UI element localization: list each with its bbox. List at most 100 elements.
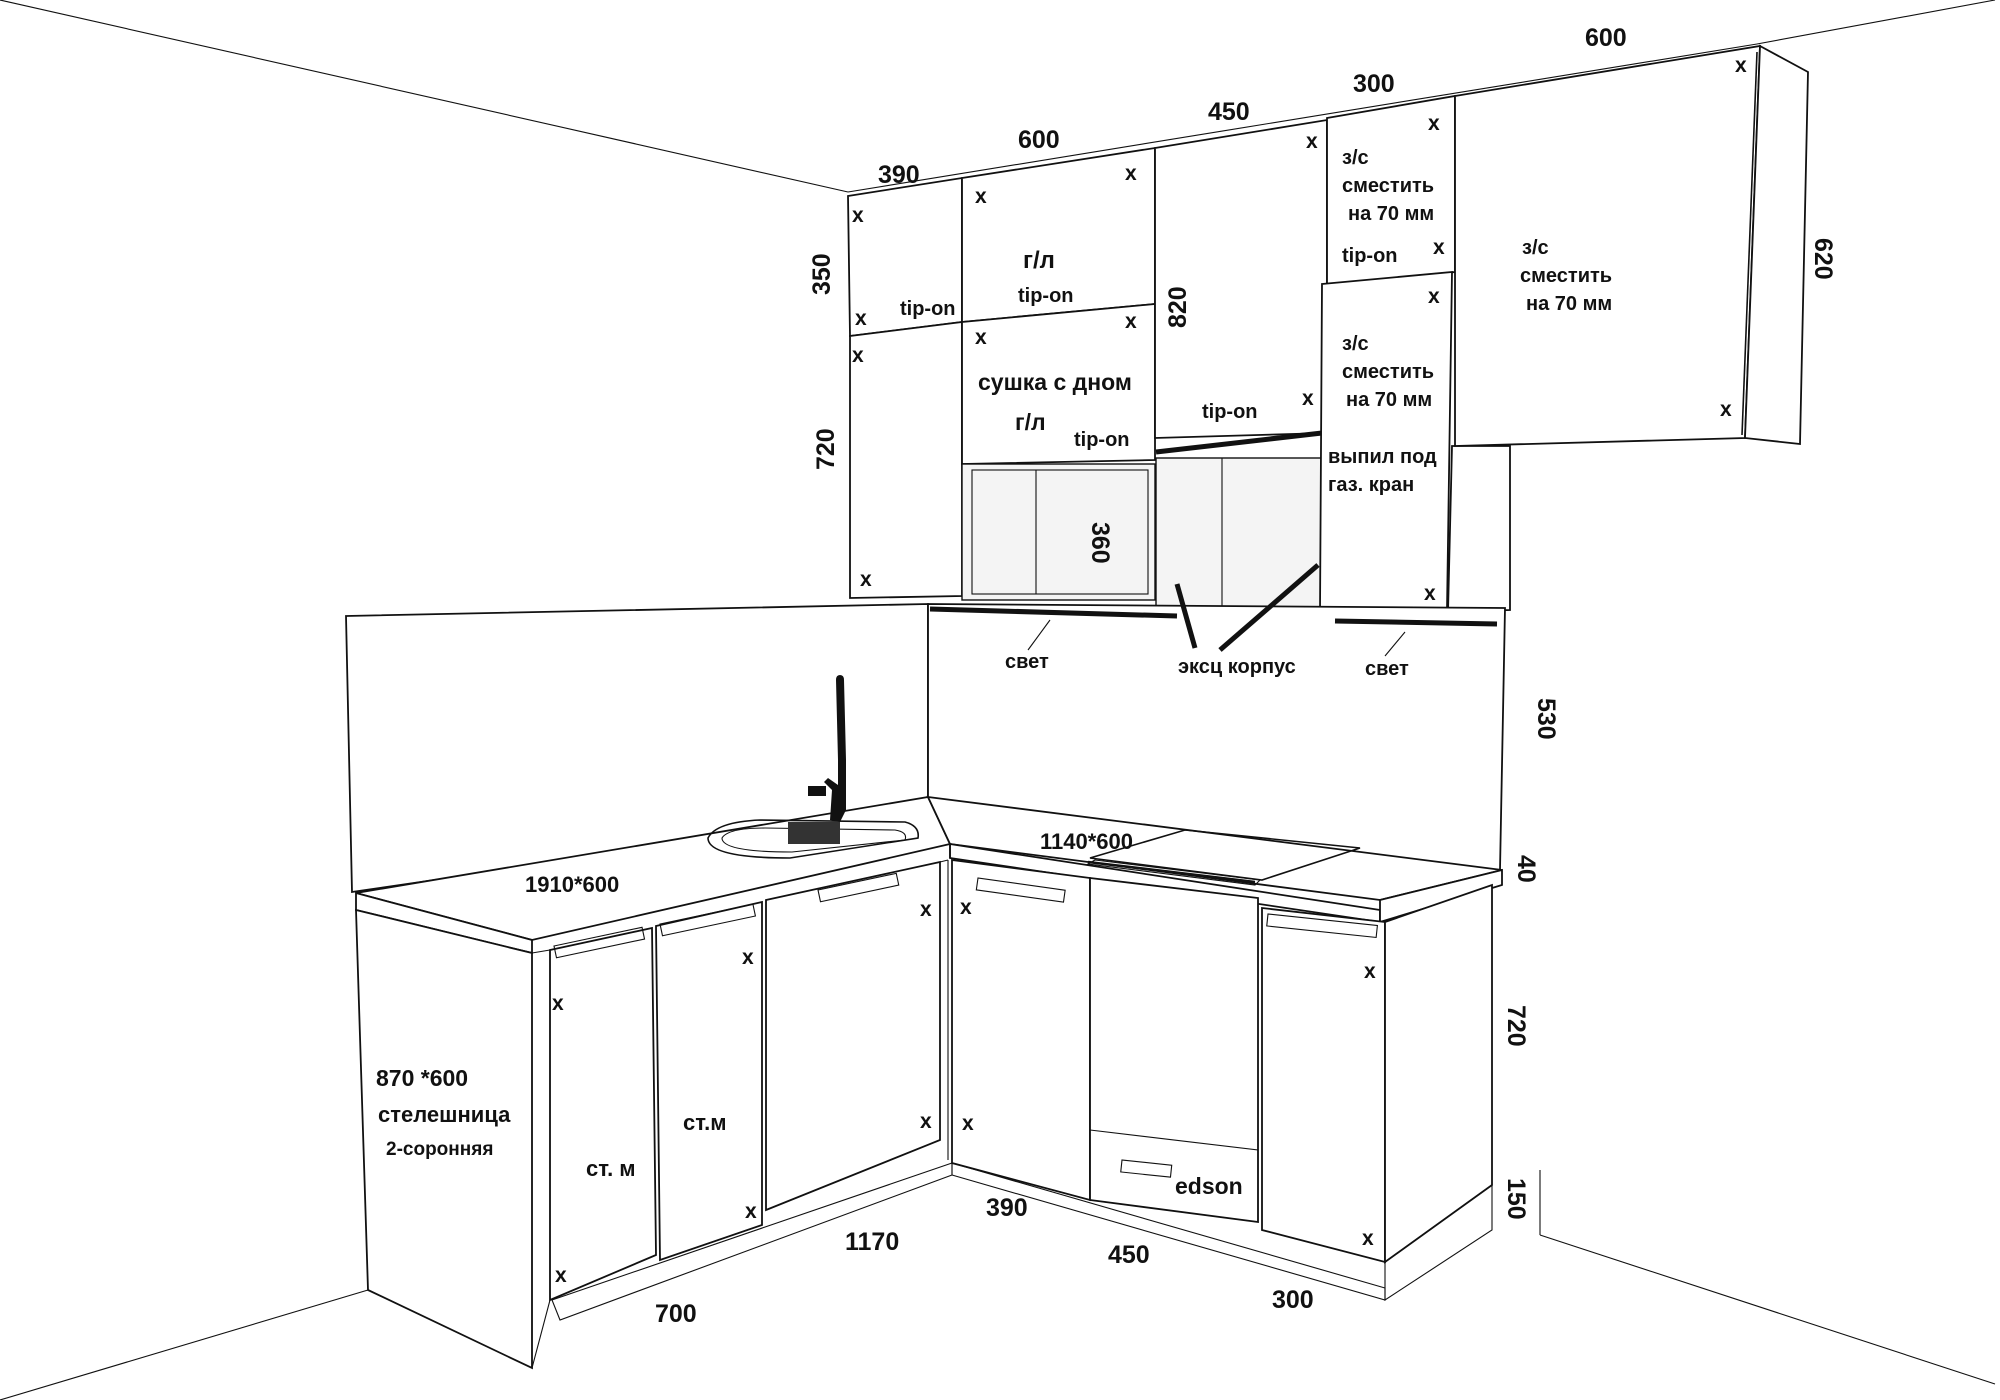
- dimensions: 390 600 450 300 600 350 720 820 620 360 …: [655, 24, 1837, 1328]
- hinge-mark: x: [1428, 285, 1440, 308]
- hinge-mark: x: [1125, 310, 1137, 333]
- dim-height-820: 820: [1164, 286, 1192, 328]
- tip-on-label: tip-on: [1074, 429, 1130, 451]
- gl-label: г/л: [1023, 247, 1055, 274]
- light-strip-right: [1334, 618, 1498, 627]
- dishwasher-panel: [1089, 876, 1259, 1224]
- hinge-mark: x: [745, 1200, 757, 1223]
- shift-mm-label: на 70 мм: [1346, 389, 1432, 411]
- wall-cabinet-600-side: [1744, 44, 1809, 446]
- shift-mm-label: на 70 мм: [1348, 203, 1434, 225]
- hinge-mark: x: [852, 344, 864, 367]
- shift-label: сместить: [1342, 361, 1434, 383]
- tip-on-label: tip-on: [1342, 245, 1398, 267]
- countertops: [355, 675, 1503, 955]
- hinge-mark: x: [860, 568, 872, 591]
- hinge-mark: x: [975, 326, 987, 349]
- zs-label: з/с: [1342, 147, 1369, 169]
- dim-base-300: 300: [1272, 1286, 1314, 1314]
- cutout-label: выпил под: [1328, 446, 1437, 468]
- handle-icons: [553, 872, 1379, 1178]
- base-label: ст. м: [586, 1156, 636, 1181]
- hinge-mark: x: [1125, 162, 1137, 185]
- hinge-mark: x: [1735, 54, 1747, 77]
- hinge-mark: x: [742, 946, 754, 969]
- base-label: ст.м: [683, 1110, 726, 1135]
- light-strip-left: [929, 606, 1178, 619]
- base-door-390: [951, 858, 1091, 1202]
- countertop-right-size: 1140*600: [1040, 829, 1133, 854]
- dim-height-620: 620: [1809, 238, 1837, 280]
- dryer-label: сушка с дном: [978, 369, 1132, 395]
- hinge-mark: x: [920, 898, 932, 921]
- hinge-mark: x: [1364, 960, 1376, 983]
- hinge-marks: x x x x x x x x x x x x x x x x x x x x …: [552, 54, 1747, 1287]
- dim-height-350: 350: [808, 253, 836, 295]
- dim-base-700: 700: [655, 1300, 697, 1328]
- countertop-side-label: стелешница: [378, 1102, 511, 1127]
- cooktop: [1089, 829, 1361, 881]
- dim-height-720: 720: [812, 428, 840, 470]
- shift-label: сместить: [1342, 175, 1434, 197]
- base-cabinets: [355, 858, 1493, 1370]
- wall-cabinet-labels: tip-on г/л tip-on сушка с дном г/л tip-o…: [900, 147, 1612, 496]
- hood-box-label: эксц корпус: [1178, 656, 1296, 678]
- zs-label: з/с: [1342, 333, 1369, 355]
- shift-mm-label: на 70 мм: [1526, 293, 1612, 315]
- light-label: свет: [1365, 658, 1409, 680]
- light-label: свет: [1005, 651, 1049, 673]
- sink-strainer: [788, 822, 840, 844]
- hinge-mark: x: [855, 307, 867, 330]
- hinge-mark: x: [852, 204, 864, 227]
- misc-labels: свет эксц корпус свет 1910*600 1140*600 …: [376, 651, 1409, 1199]
- hinge-mark: x: [1433, 236, 1445, 259]
- hinge-mark: x: [1306, 130, 1318, 153]
- hinge-mark: x: [960, 896, 972, 919]
- hinge-mark: x: [1302, 387, 1314, 410]
- dim-plinth-150: 150: [1502, 1178, 1530, 1220]
- tip-on-label: tip-on: [1202, 401, 1258, 423]
- open-shelf: [961, 463, 1156, 601]
- hinge-mark: x: [920, 1110, 932, 1133]
- wall-cabinet-300-bottom: [1319, 271, 1453, 613]
- wall-cabinet-600-right: [1454, 44, 1761, 447]
- countertop-left-size: 1910*600: [525, 872, 619, 897]
- countertop-side-note: 2-соронняя: [386, 1139, 493, 1160]
- dim-wall-390: 390: [878, 161, 920, 189]
- wall-cabinet-390-bottom: [849, 320, 963, 599]
- hinge-mark: x: [1424, 582, 1436, 605]
- dim-base-390: 390: [986, 1194, 1028, 1222]
- dim-base-450: 450: [1108, 1241, 1150, 1269]
- dim-backsplash-530: 530: [1532, 698, 1560, 740]
- gl-label: г/л: [1015, 409, 1046, 435]
- dim-base-720: 720: [1502, 1005, 1530, 1047]
- dim-wall-600: 600: [1018, 126, 1060, 154]
- hinge-mark: x: [1720, 398, 1732, 421]
- shift-label: сместить: [1520, 265, 1612, 287]
- dim-base-1170: 1170: [845, 1228, 899, 1256]
- hinge-mark: x: [975, 185, 987, 208]
- base-end-panel: [1384, 883, 1493, 1264]
- dim-wall-300: 300: [1353, 70, 1395, 98]
- faucet-icon: [808, 675, 846, 822]
- base-door-1: [549, 926, 657, 1302]
- wall-cabinet-side: [1447, 445, 1511, 613]
- wall-cabinets: [847, 44, 1809, 613]
- dim-wall-450: 450: [1208, 98, 1250, 126]
- base-door-3: [765, 860, 941, 1212]
- hinge-mark: x: [1362, 1227, 1374, 1250]
- cutout-label: газ. кран: [1328, 474, 1414, 496]
- hinge-mark: x: [1428, 112, 1440, 135]
- sink: [707, 819, 920, 859]
- countertop-side-size: 870 *600: [376, 1065, 468, 1091]
- zs-label: з/с: [1522, 237, 1549, 259]
- tip-on-label: tip-on: [1018, 285, 1074, 307]
- hinge-mark: x: [962, 1112, 974, 1135]
- dim-height-360: 360: [1086, 522, 1114, 564]
- hood-niche: [1155, 457, 1327, 609]
- tip-on-label: tip-on: [900, 298, 956, 320]
- dishwasher-brand: edson: [1175, 1173, 1243, 1199]
- hinge-mark: x: [555, 1264, 567, 1287]
